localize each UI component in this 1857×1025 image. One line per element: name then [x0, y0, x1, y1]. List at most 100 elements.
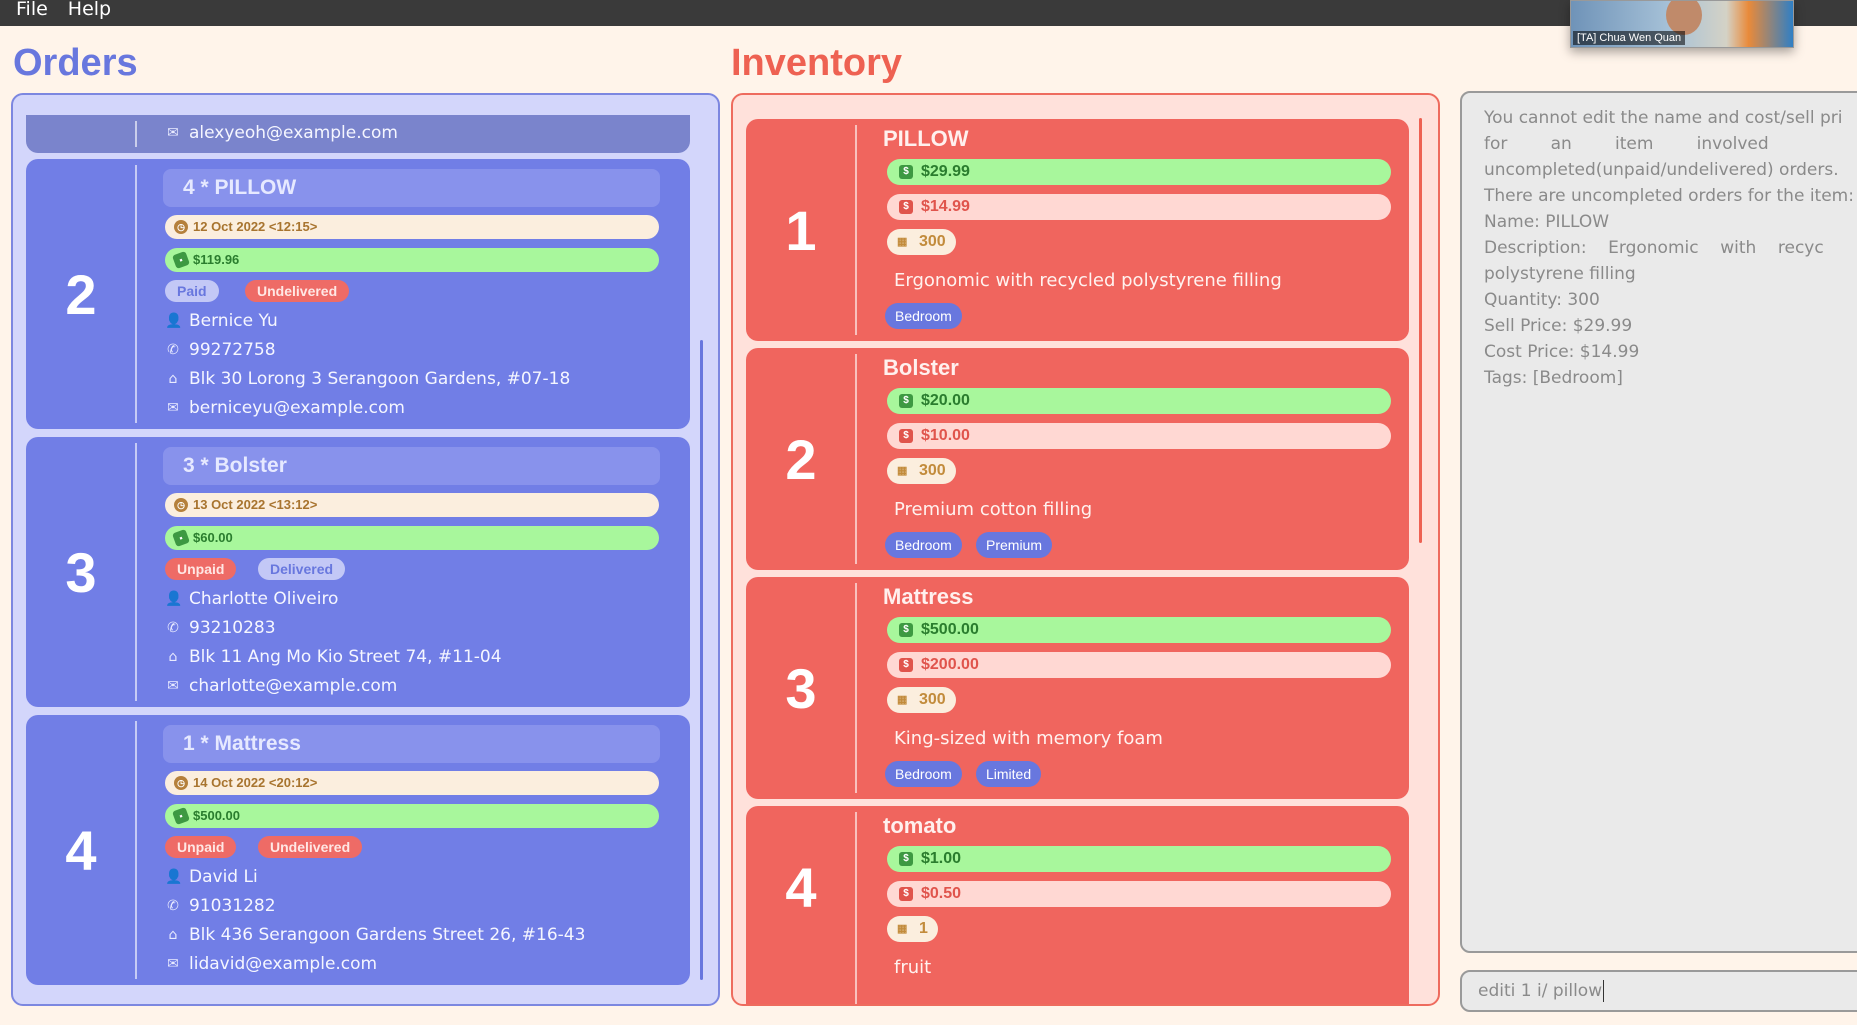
order-date: ◷14 Oct 2022 <20:12> [165, 771, 659, 795]
command-input[interactable]: editi 1 i/ pillow [1460, 970, 1857, 1012]
order-card[interactable]: 3 3 * Bolster ◷13 Oct 2022 <13:12> ▪$60.… [26, 437, 690, 707]
order-customer-name: David Li [189, 867, 258, 887]
delivery-status-badge: Undelivered [258, 836, 363, 858]
tag-bedroom: Bedroom [885, 303, 962, 329]
tag-limited: Limited [976, 761, 1042, 787]
sell-price: $$29.99 [887, 159, 1391, 185]
order-phone: 91031282 [189, 896, 276, 916]
person-icon: 👤 [165, 591, 183, 607]
result-line: polystyrene filling [1484, 264, 1636, 284]
card-divider [855, 125, 857, 335]
menu-help[interactable]: Help [67, 0, 112, 20]
inventory-card[interactable]: 4 tomato $$1.00 $$0.50 ▦1 fruit [746, 806, 1409, 1004]
orders-scrollbar[interactable] [700, 340, 703, 980]
order-customer-name: Bernice Yu [189, 311, 278, 331]
cost-price: $ $200.00 [887, 652, 1391, 678]
phone-icon: ✆ [167, 898, 179, 914]
order-product: 3 * Bolster [163, 447, 660, 485]
inventory-card[interactable]: 2 Bolster $ $20.00 $$10.00 ▦300 Premium c… [746, 348, 1409, 570]
card-divider [135, 121, 137, 147]
inventory-item-name: Mattress [883, 584, 974, 609]
sell-price-text: $20.00 [921, 392, 970, 409]
card-divider [135, 721, 137, 979]
card-divider [855, 583, 857, 793]
cost-price-icon: $ [899, 658, 913, 672]
order-price: ▪$500.00 [165, 804, 659, 828]
cost-price-icon: $ [899, 200, 913, 214]
cost-price: $$10.00 [887, 423, 1391, 449]
quantity-text: 300 [919, 691, 946, 708]
order-address-row: ⌂Blk 11 Ang Mo Kio Street 74, #11-04 [165, 647, 502, 667]
tag-bedroom: Bedroom [885, 761, 962, 787]
inventory-list-panel[interactable]: 1 PILLOW $$29.99 $$14.99 ▦300 Ergonomic … [731, 93, 1440, 1006]
result-line: Cost Price: $14.99 [1484, 342, 1640, 362]
quantity: ▦300 [887, 458, 956, 484]
cost-price-text: $0.50 [921, 885, 962, 902]
order-date-text: 13 Oct 2022 <13:12> [193, 497, 318, 512]
order-card-partial[interactable]: ✉ alexyeoh@example.com [26, 115, 690, 153]
home-icon: ⌂ [168, 371, 178, 387]
order-address-row: ⌂ Blk 436 Serangoon Gardens Street 26, #1… [165, 925, 586, 945]
command-input-text[interactable]: editi 1 i/ pillow [1478, 981, 1603, 1001]
order-phone-row: ✆93210283 [165, 618, 275, 638]
order-address-row: ⌂Blk 30 Lorong 3 Serangoon Gardens, #07-… [165, 369, 571, 389]
order-email: lidavid@example.com [189, 954, 378, 974]
orders-list-panel[interactable]: ✉ alexyeoh@example.com 2 4 * PILLOW ◷12 … [11, 93, 720, 1006]
sell-price-icon: $ [899, 623, 913, 637]
inventory-index: 1 [785, 198, 817, 262]
email-icon: ✉ [167, 956, 179, 972]
inventory-item-name: tomato [883, 813, 957, 838]
result-line: Description: Ergonomic with recyc [1484, 238, 1824, 258]
inventory-card[interactable]: 1 PILLOW $$29.99 $$14.99 ▦300 Ergonomic … [746, 119, 1409, 341]
inventory-description: King-sized with memory foam [894, 728, 1163, 749]
menu-file[interactable]: File [16, 0, 48, 20]
result-display: You cannot edit the name and cost/sell p… [1460, 91, 1857, 953]
order-price-text: $119.96 [193, 252, 240, 267]
inventory-index: 2 [785, 427, 817, 491]
sell-price-icon: $ [899, 394, 913, 408]
cost-price-text: $200.00 [921, 656, 979, 673]
inventory-card[interactable]: 3 Mattress $$500.00 $$200.00 ▦300 King-s… [746, 577, 1409, 799]
order-index: 2 [65, 262, 97, 326]
order-price-text: $500.00 [193, 808, 240, 823]
quantity: ▦ 300 [887, 687, 956, 713]
person-icon: 👤 [165, 313, 183, 329]
inventory-item-name: Bolster [883, 355, 959, 380]
order-email-row: ✉charlotte@example.com [165, 676, 397, 696]
home-icon: ⌂ [168, 927, 178, 943]
order-card[interactable]: 4 1 * Mattress ◷14 Oct 2022 <20:12> ▪$50… [26, 715, 690, 985]
phone-icon: ✆ [167, 342, 179, 358]
order-address: Blk 436 Serangoon Gardens Street 26, #16… [189, 925, 586, 945]
phone-icon: ✆ [167, 620, 179, 636]
sell-price-text: $29.99 [921, 163, 970, 180]
sell-price-text: $500.00 [921, 621, 979, 638]
order-customer-row: 👤David Li [165, 867, 258, 887]
paid-status-badge: Unpaid [165, 558, 237, 580]
order-date-text: 14 Oct 2022 <20:12> [193, 775, 318, 790]
result-line: Name: PILLOW [1484, 212, 1610, 232]
result-line: uncompleted(unpaid/undelivered) orders. [1484, 160, 1839, 180]
order-card[interactable]: 2 4 * PILLOW ◷12 Oct 2022 <12:15> ▪$119.… [26, 159, 690, 429]
inventory-item-name: PILLOW [883, 126, 969, 151]
cost-price-icon: $ [899, 429, 913, 443]
cost-price: $ $14.99 [887, 194, 1391, 220]
sell-price: $ $20.00 [887, 388, 1391, 414]
inventory-description: Ergonomic with recycled polystyrene fill… [894, 270, 1282, 291]
inventory-description: fruit [894, 957, 932, 978]
delivery-status-badge: Undelivered [245, 280, 350, 302]
cost-price-text: $14.99 [921, 198, 970, 215]
inventory-scrollbar[interactable] [1419, 118, 1422, 543]
order-phone-row: ✆ 91031282 [165, 896, 276, 916]
order-index: 4 [65, 818, 97, 882]
price-tag-icon: ▪ [172, 251, 190, 269]
inventory-description: Premium cotton filling [894, 499, 1093, 520]
inventory-title: Inventory [731, 42, 903, 84]
order-date-text: 12 Oct 2022 <12:15> [193, 219, 318, 234]
order-price: ▪$119.96 [165, 248, 659, 272]
order-email-row: ✉ alexyeoh@example.com [165, 123, 398, 143]
quantity-cart-icon: ▦ [897, 694, 908, 706]
tag-bedroom: Bedroom [885, 532, 962, 558]
paid-status-badge: Unpaid [165, 836, 237, 858]
order-email: alexyeoh@example.com [189, 123, 398, 143]
order-price: ▪$60.00 [165, 526, 659, 550]
